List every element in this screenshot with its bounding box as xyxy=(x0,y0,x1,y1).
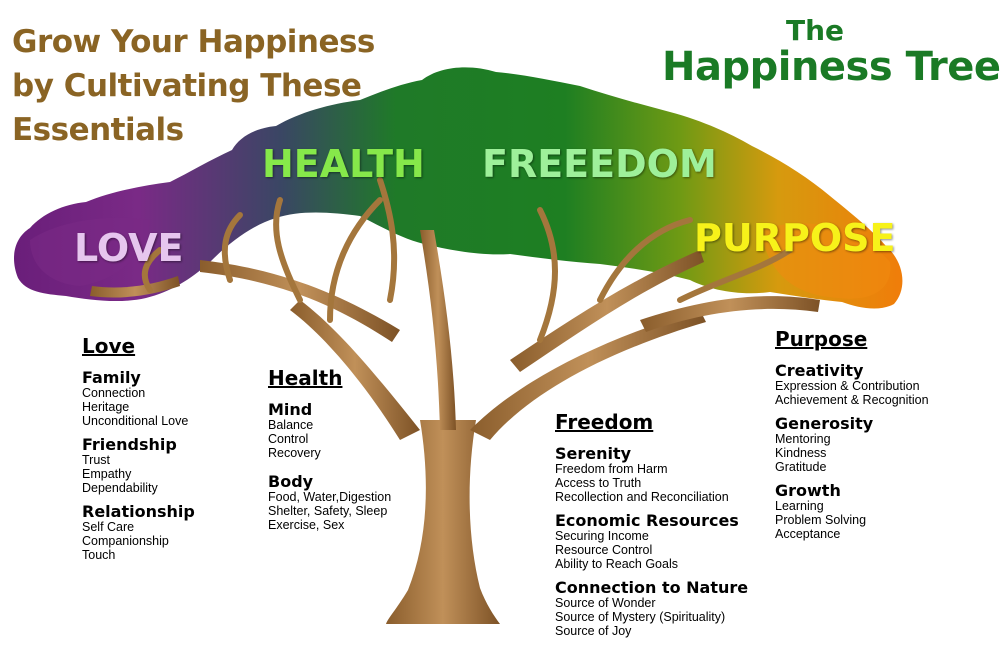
group-item: Touch xyxy=(82,548,116,562)
group-friendship: Friendship Trust Empathy Dependability xyxy=(82,435,195,496)
group-item: Access to Truth xyxy=(555,476,642,490)
group-growth: Growth Learning Problem Solving Acceptan… xyxy=(775,481,929,542)
column-title-freedom: Freedom xyxy=(555,410,654,434)
group-creativity: Creativity Expression & Contribution Ach… xyxy=(775,361,929,408)
group-item: Heritage xyxy=(82,400,130,414)
group-item: Gratitude xyxy=(775,460,827,474)
group-item: Achievement & Recognition xyxy=(775,393,929,407)
column-title-health: Health xyxy=(268,366,343,390)
group-item: Balance xyxy=(268,418,314,432)
group-generosity: Generosity Mentoring Kindness Gratitude xyxy=(775,414,929,475)
group-item: Expression & Contribution xyxy=(775,379,920,393)
tree-trunk xyxy=(90,230,820,624)
crown-label-purpose: PURPOSE xyxy=(694,216,896,260)
group-name: Economic Resources xyxy=(555,511,739,530)
group-connection-to-nature: Connection to Nature Source of Wonder So… xyxy=(555,578,749,639)
group-item: Learning xyxy=(775,499,824,513)
group-name: Relationship xyxy=(82,502,195,521)
group-item: Problem Solving xyxy=(775,513,867,527)
group-item: Acceptance xyxy=(775,527,841,541)
group-item: Kindness xyxy=(775,446,827,460)
title-main: Happiness Tree xyxy=(662,44,1000,90)
group-item: Securing Income xyxy=(555,529,649,543)
group-name: Growth xyxy=(775,481,841,500)
group-item: Source of Wonder xyxy=(555,596,656,610)
group-name: Connection to Nature xyxy=(555,578,749,597)
headline: Grow Your Happiness by Cultivating These… xyxy=(12,20,375,152)
column-love: Love Family Connection Heritage Uncondit… xyxy=(82,336,195,571)
group-item: Resource Control xyxy=(555,543,653,557)
tree-branches xyxy=(141,177,793,343)
group-item: Source of Mystery (Spirituality) xyxy=(555,610,726,624)
group-item: Companionship xyxy=(82,534,169,548)
group-item: Control xyxy=(268,432,309,446)
column-title-purpose: Purpose xyxy=(775,327,868,351)
column-purpose: Purpose Creativity Expression & Contribu… xyxy=(775,329,929,550)
group-item: Trust xyxy=(82,453,111,467)
column-freedom: Freedom Serenity Freedom from Harm Acces… xyxy=(555,412,748,647)
column-title-love: Love xyxy=(82,334,136,358)
group-item: Shelter, Safety, Sleep xyxy=(268,504,388,518)
group-item: Recollection and Reconciliation xyxy=(555,490,729,504)
group-item: Exercise, Sex xyxy=(268,518,345,532)
tree-crown xyxy=(14,67,903,309)
headline-line-3: Essentials xyxy=(12,112,184,148)
group-economic-resources: Economic Resources Securing Income Resou… xyxy=(555,511,748,572)
headline-line-2: by Cultivating These xyxy=(12,68,362,104)
group-item: Recovery xyxy=(268,446,321,460)
group-name: Mind xyxy=(268,400,313,419)
group-item: Unconditional Love xyxy=(82,414,189,428)
group-item: Food, Water,Digestion xyxy=(268,490,392,504)
column-health: Health Mind Balance Control Recovery Bod… xyxy=(268,368,391,541)
group-body: Body Food, Water,Digestion Shelter, Safe… xyxy=(268,472,392,533)
group-item: Dependability xyxy=(82,481,158,495)
group-item: Source of Joy xyxy=(555,624,632,638)
group-item: Ability to Reach Goals xyxy=(555,557,678,571)
crown-label-freedom: FREEEDOM xyxy=(482,142,717,186)
group-relationship: Relationship Self Care Companionship Tou… xyxy=(82,502,195,563)
title-prefix: The xyxy=(785,14,845,47)
group-item: Freedom from Harm xyxy=(555,462,668,476)
group-mind: Mind Balance Control Recovery xyxy=(268,400,391,461)
crown-label-health: HEALTH xyxy=(262,142,425,186)
group-item: Connection xyxy=(82,386,146,400)
group-name: Friendship xyxy=(82,435,177,454)
headline-line-1: Grow Your Happiness xyxy=(12,24,375,60)
group-name: Generosity xyxy=(775,414,874,433)
group-name: Family xyxy=(82,368,141,387)
group-serenity: Serenity Freedom from Harm Access to Tru… xyxy=(555,444,748,505)
group-item: Self Care xyxy=(82,520,135,534)
group-name: Serenity xyxy=(555,444,632,463)
crown-label-love: LOVE xyxy=(74,226,184,270)
group-family: Family Connection Heritage Unconditional… xyxy=(82,368,195,429)
group-item: Mentoring xyxy=(775,432,831,446)
group-name: Creativity xyxy=(775,361,864,380)
group-item: Empathy xyxy=(82,467,132,481)
group-name: Body xyxy=(268,472,314,491)
